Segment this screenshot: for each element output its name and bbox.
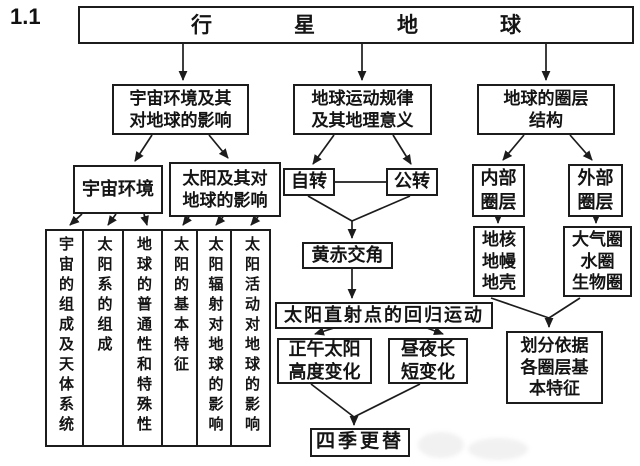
node-subsolar-point-movement: 太阳直射点的回归运动	[275, 302, 493, 329]
node-cosmic-environment-effect: 宇宙环境及其 对地球的影响	[112, 84, 249, 135]
connector-line	[569, 134, 593, 161]
leaf-earth-ordinariness-uniqueness: 地球的普通性和特殊性	[124, 231, 163, 445]
connector-line	[107, 213, 117, 226]
connector-line	[502, 134, 525, 161]
node-planet-earth-title-label: 行星地球	[191, 12, 603, 37]
connector-line	[208, 134, 229, 159]
connector-line	[134, 134, 153, 162]
node-day-night-length-change: 昼夜长 短变化	[388, 338, 468, 384]
leaf-solar-activity-effect-label: 太阳活动对地球的影响	[243, 236, 259, 436]
node-atmosphere-hydrosphere-biosphere: 大气圈 水圈 生物圈	[563, 226, 632, 297]
node-planet-earth-title: 行星地球	[78, 6, 634, 44]
leaf-solar-system-composition: 太阳系的组成	[84, 231, 124, 445]
node-noon-sun-altitude-change: 正午太阳 高度变化	[277, 338, 372, 384]
watermark-remnant	[468, 438, 528, 460]
watermark-remnant	[418, 432, 464, 458]
connector-line	[215, 215, 226, 226]
connector-line	[314, 327, 335, 336]
connector-line	[351, 195, 411, 222]
leaf-solar-radiation-effect: 太阳辐射对地球的影响	[198, 231, 232, 445]
leaf-universe-composition: 宇宙的组成及天体系统	[47, 231, 84, 445]
connector-line	[69, 213, 83, 226]
node-core-mantle-crust: 地核 地幔 地壳	[473, 226, 525, 297]
node-revolution: 公转	[386, 168, 438, 196]
node-ecliptic-obliquity: 黄赤交角	[302, 242, 393, 269]
connector-line	[426, 326, 444, 335]
node-inner-spheres: 内部 圈层	[472, 164, 525, 217]
leaf-universe-composition-label: 宇宙的组成及天体系统	[57, 236, 73, 436]
node-cosmic-environment: 宇宙环境	[73, 165, 163, 214]
connector-line	[140, 213, 149, 226]
leaf-solar-activity-effect: 太阳活动对地球的影响	[232, 231, 269, 445]
node-sphere-division-basis: 划分依据 各圈层基 本特征	[506, 331, 603, 404]
connector-line	[490, 297, 550, 319]
connector-line	[312, 134, 335, 165]
leaf-solar-system-composition-label: 太阳系的组成	[95, 236, 112, 356]
node-sun-effect-on-earth: 太阳及其对 地球的影响	[169, 162, 281, 217]
node-rotation: 自转	[283, 168, 335, 196]
node-four-seasons: 四季更替	[310, 428, 410, 457]
leaf-sun-basic-features-label: 太阳的基本特征	[172, 236, 188, 376]
connector-lines	[69, 44, 601, 426]
leaf-topic-table: 宇宙的组成及天体系统 太阳系的组成 地球的普通性和特殊性 太阳的基本特征 太阳辐…	[45, 229, 271, 447]
node-earth-sphere-structure: 地球的圈层 结构	[477, 84, 615, 135]
connector-line	[392, 134, 412, 165]
connector-line	[310, 383, 355, 418]
connector-line	[548, 297, 581, 319]
connector-line	[353, 383, 421, 418]
node-outer-spheres: 外部 圈层	[568, 164, 623, 217]
connector-line	[250, 215, 261, 226]
node-earth-motion-laws: 地球运动规律 及其地理意义	[293, 84, 432, 135]
connector-line	[182, 215, 192, 226]
section-number-label: 1.1	[10, 4, 41, 29]
leaf-sun-basic-features: 太阳的基本特征	[163, 231, 198, 445]
connector-line	[307, 195, 353, 222]
leaf-solar-radiation-effect-label: 太阳辐射对地球的影响	[206, 236, 223, 436]
leaf-earth-ordinariness-uniqueness-label: 地球的普通性和特殊性	[135, 236, 151, 436]
